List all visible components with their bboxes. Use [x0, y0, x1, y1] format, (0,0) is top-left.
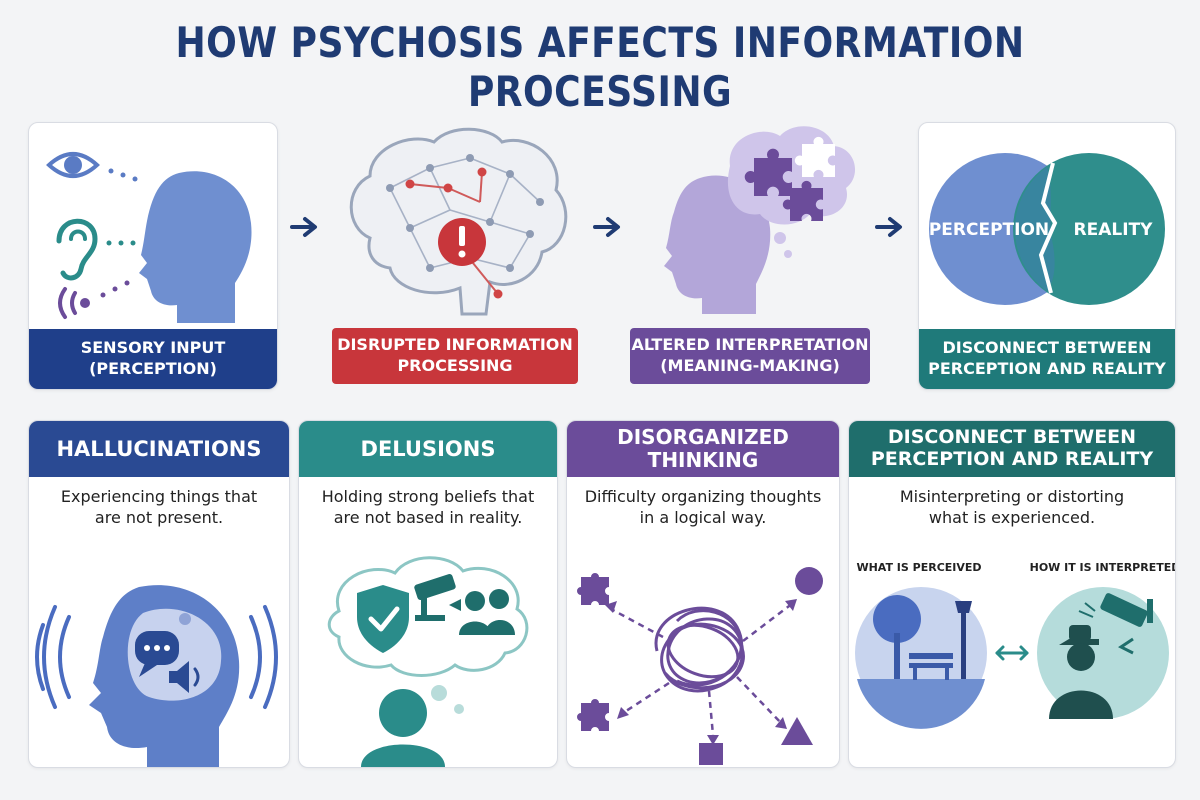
- tangled-thoughts-icon: [577, 567, 823, 765]
- label-sensory-input: SENSORY INPUT (PERCEPTION): [29, 329, 277, 389]
- card-title: HALLUCINATIONS: [29, 421, 289, 477]
- card-delusions: DELUSIONS Holding strong beliefs that ar…: [298, 420, 558, 768]
- people-icon: [459, 589, 515, 635]
- eye-icon: [46, 152, 100, 178]
- surveillance-scene-icon: [1037, 587, 1169, 719]
- circle-label-reality: REALITY: [1074, 220, 1154, 240]
- label-what-is-perceived: WHAT IS PERCEIVED: [856, 561, 981, 574]
- flow-panel-altered-interpretation: ALTERED INTERPRETATION (MEANING-MAKING): [630, 118, 870, 390]
- shield-check-icon: [357, 585, 409, 653]
- label-how-interpreted: HOW IT IS INTERPRETED: [1030, 561, 1175, 574]
- alert-icon: [438, 218, 486, 266]
- arrow-right-icon: [875, 217, 902, 237]
- security-camera-icon: [414, 573, 461, 621]
- square-shape: [699, 743, 723, 765]
- ear-icon: [56, 218, 98, 281]
- head-silhouette: [139, 171, 252, 323]
- park-vs-surveillance-icon: WHAT IS PERCEIVED HOW IT IS INTERPRETED: [855, 561, 1175, 729]
- card-title: DELUSIONS: [299, 421, 557, 477]
- puzzle-piece-icon: [744, 136, 835, 221]
- tangle: [654, 606, 745, 693]
- card-description: Experiencing things that are not present…: [60, 487, 258, 527]
- thought-bubble-icon: [327, 556, 529, 767]
- card-hallucinations: HALLUCINATIONS Experiencing things that …: [28, 420, 290, 768]
- security-camera-icon: [1100, 593, 1153, 627]
- label-altered-interpretation: ALTERED INTERPRETATION (MEANING-MAKING): [630, 328, 870, 384]
- puzzle-piece-icon: [577, 573, 609, 731]
- arrow-right-icon: [290, 217, 317, 237]
- card-description: Difficulty organizing thoughts in a logi…: [584, 487, 822, 527]
- card-description: Holding strong beliefs that are not base…: [321, 487, 535, 527]
- card-title: DISCONNECT BETWEEN PERCEPTION AND REALIT…: [849, 421, 1175, 477]
- card-disconnect: DISCONNECT BETWEEN PERCEPTION AND REALIT…: [848, 420, 1176, 768]
- speaker-icon: [169, 661, 200, 693]
- card-title: DISORGANIZED THINKING: [567, 421, 839, 477]
- person-icon: [361, 689, 445, 767]
- head-senses-icon: [46, 152, 252, 323]
- brain-network-icon: [349, 127, 568, 316]
- label-disrupted-processing: DISRUPTED INFORMATION PROCESSING: [332, 328, 578, 384]
- overlap-circles-icon: PERCEPTION REALITY: [929, 153, 1165, 305]
- label-disconnect: DISCONNECT BETWEEN PERCEPTION AND REALIT…: [919, 329, 1175, 389]
- crack-line: [1038, 162, 1058, 294]
- triangle-shape: [781, 717, 813, 745]
- card-disorganized-thinking: DISORGANIZED THINKING Difficulty organiz…: [566, 420, 840, 768]
- circle-label-perception: PERCEPTION: [929, 220, 1049, 240]
- chat-bubble-icon: [135, 631, 179, 677]
- flow-panel-disrupted-processing: DISRUPTED INFORMATION PROCESSING: [330, 118, 580, 390]
- park-scene-icon: [855, 587, 987, 729]
- sound-wave-icon: [58, 287, 90, 319]
- flow-panel-disconnect: PERCEPTION REALITY DISCONNECT BETWEEN PE…: [918, 122, 1176, 390]
- card-description: Misinterpreting or distorting what is ex…: [899, 487, 1125, 527]
- head-sound-icon: [35, 585, 278, 767]
- arrow-right-icon: [593, 217, 620, 237]
- flow-panel-sensory-input: SENSORY INPUT (PERCEPTION): [28, 122, 278, 390]
- circle-shape: [795, 567, 823, 595]
- double-arrow-icon: [995, 645, 1029, 661]
- page-title: HOW PSYCHOSIS AFFECTS INFORMATION PROCES…: [175, 18, 1025, 116]
- head-puzzle-icon: [664, 126, 856, 314]
- shadowy-figure-icon: [1049, 625, 1113, 719]
